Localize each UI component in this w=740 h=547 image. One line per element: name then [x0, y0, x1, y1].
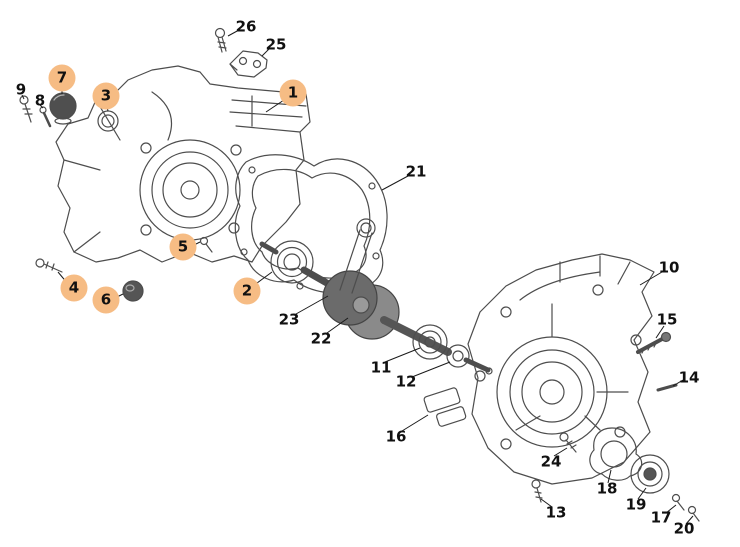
callout-10: 10	[658, 258, 680, 277]
crankshaft-assembly	[259, 218, 493, 375]
callout-22: 22	[310, 329, 332, 348]
screw-part-17	[671, 493, 685, 511]
callout-7: 7	[48, 64, 76, 92]
screw-part-26	[214, 27, 227, 53]
callout-17: 17	[650, 508, 672, 527]
pin-part-8	[39, 106, 52, 128]
screw-part-24	[559, 432, 577, 453]
callout-26: 26	[235, 17, 257, 36]
cap-part-7	[49, 92, 77, 125]
callout-18: 18	[596, 479, 618, 498]
callout-6: 6	[92, 286, 120, 314]
bracket-part-16	[423, 387, 467, 427]
callout-19: 19	[625, 495, 647, 514]
callout-16: 16	[385, 427, 407, 446]
callout-24: 24	[540, 452, 562, 471]
plug-part-6	[122, 280, 144, 302]
screw-part-9	[19, 95, 33, 123]
callout-12: 12	[395, 372, 417, 391]
callout-14: 14	[678, 368, 700, 387]
callout-25: 25	[265, 35, 287, 54]
callout-20: 20	[673, 519, 695, 538]
bracket-part-25	[229, 50, 268, 78]
callout-5: 5	[169, 233, 197, 261]
callout-9: 9	[15, 80, 27, 99]
callout-11: 11	[370, 358, 392, 377]
callout-1: 1	[279, 79, 307, 107]
bolt-part-15	[636, 331, 672, 354]
gasket-plate-part-18	[589, 427, 643, 481]
screw-part-4	[35, 258, 63, 273]
pin-part-5	[199, 236, 213, 253]
screw-part-13	[531, 479, 543, 503]
callout-8: 8	[34, 91, 46, 110]
callout-4: 4	[60, 274, 88, 302]
screw-part-20	[687, 505, 700, 522]
cover-part-10	[467, 253, 655, 485]
seal-part-19	[630, 454, 670, 494]
callout-2: 2	[233, 277, 261, 305]
callout-23: 23	[278, 310, 300, 329]
callout-21: 21	[405, 162, 427, 181]
callout-3: 3	[92, 82, 120, 110]
callout-15: 15	[656, 310, 678, 329]
callout-13: 13	[545, 503, 567, 522]
